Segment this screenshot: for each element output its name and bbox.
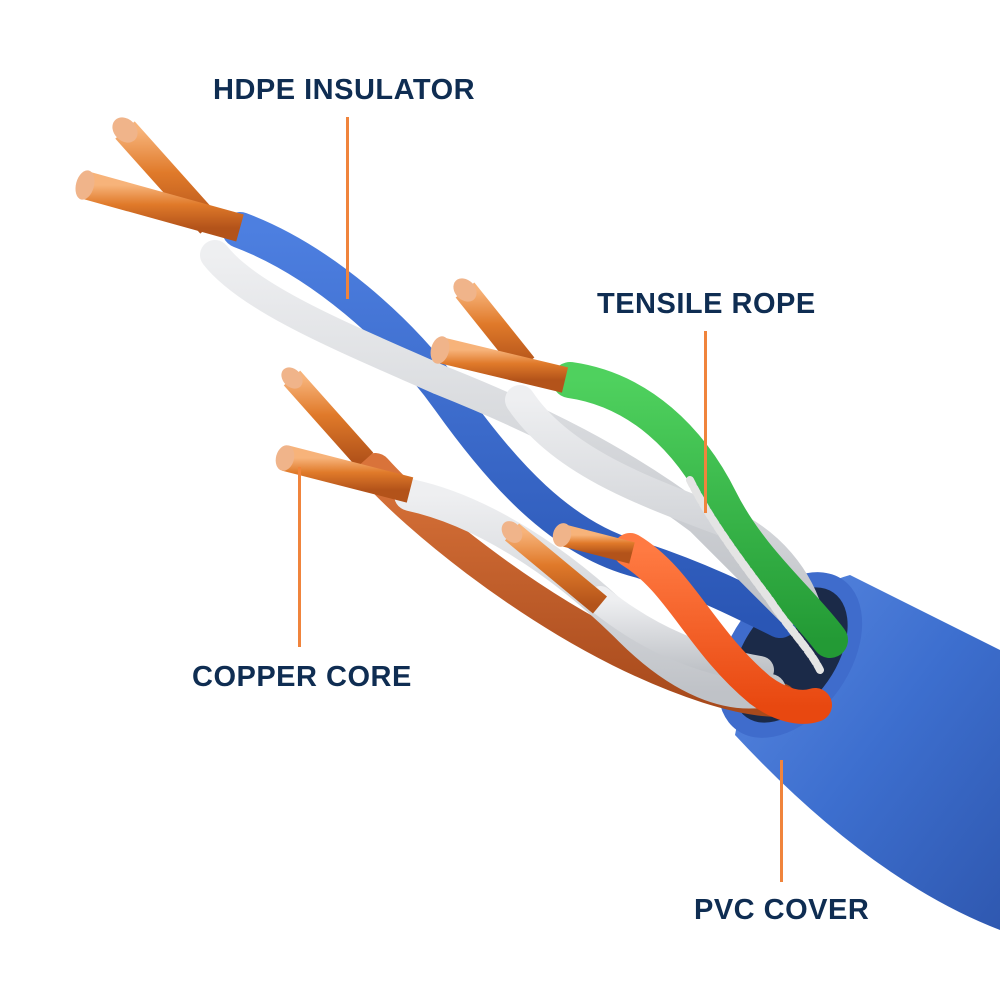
copper-core-4 [430,336,569,393]
copper-core-2 [75,170,244,242]
leader-line-pvc-cover [780,760,783,882]
copper-core-7 [501,521,608,614]
leader-line-copper-core [298,467,301,647]
copper-core-5 [281,367,374,468]
label-pvc-cover: PVC COVER [694,894,870,926]
label-tensile-rope: TENSILE ROPE [597,288,816,320]
copper-cores [75,117,635,614]
wire-green [552,362,848,658]
wire-pair-orange [586,533,832,724]
label-hdpe-insulator: HDPE INSULATOR [213,74,476,106]
leader-line-hdpe-insulator [346,117,349,299]
copper-core-6 [275,445,414,503]
copper-core-8 [552,523,635,564]
leader-line-tensile-rope [704,331,707,513]
wire-orange [613,533,832,724]
copper-core-3 [453,278,535,373]
tensile-rope-strand [686,476,824,674]
label-copper-core: COPPER CORE [192,661,412,693]
